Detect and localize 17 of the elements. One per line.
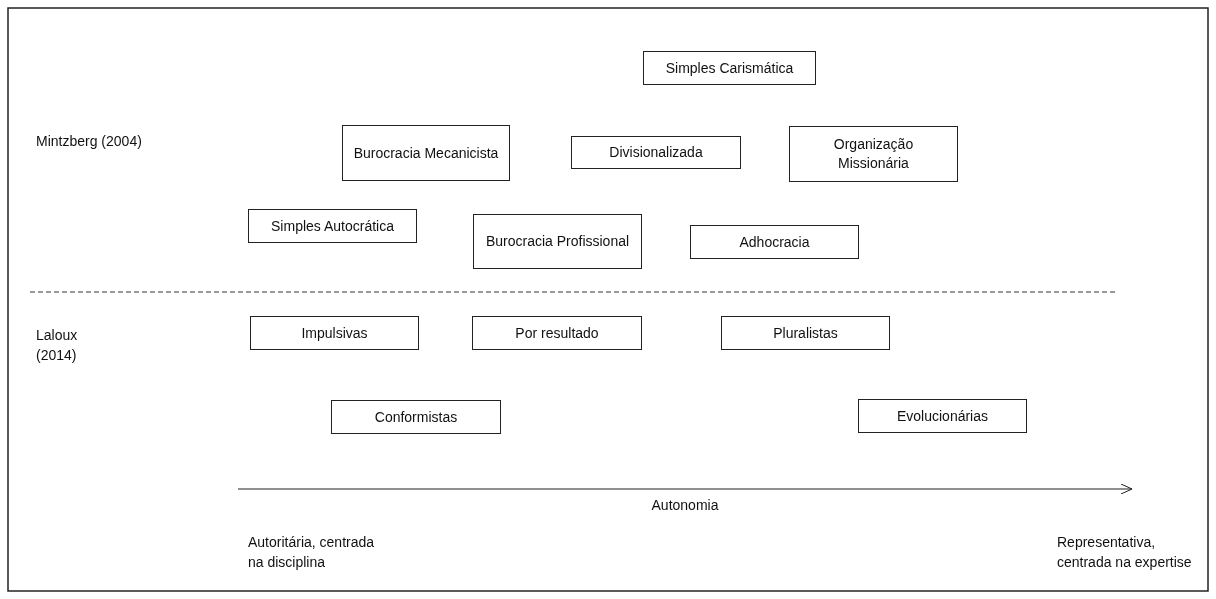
category-box: Conformistas [331, 400, 501, 434]
row-label: Laloux (2014) [36, 326, 79, 365]
category-box: Impulsivas [250, 316, 419, 350]
category-box: Organização Missionária [789, 126, 958, 182]
category-box: Burocracia Mecanicista [342, 125, 510, 181]
row-label: Mintzberg (2004) [36, 132, 143, 151]
axis-label: Autonomia [650, 496, 720, 515]
category-box: Evolucionárias [858, 399, 1027, 433]
category-box: Adhocracia [690, 225, 859, 259]
category-box: Simples Carismática [643, 51, 816, 85]
axis-end-label: Representativa, centrada na expertise [1057, 533, 1193, 572]
category-box: Por resultado [472, 316, 642, 350]
category-box: Divisionalizada [571, 136, 741, 169]
category-box: Burocracia Profissional [473, 214, 642, 269]
category-box: Simples Autocrática [248, 209, 417, 243]
axis-end-label: Autoritária, centrada na disciplina [248, 533, 376, 572]
category-box: Pluralistas [721, 316, 890, 350]
